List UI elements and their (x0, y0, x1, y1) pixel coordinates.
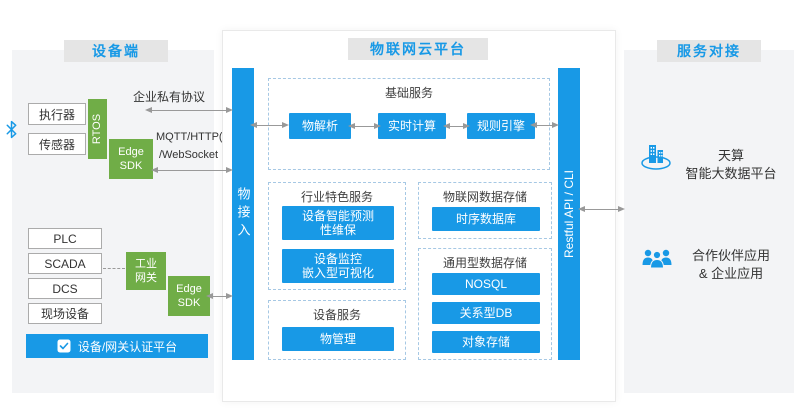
object-storage-box: 对象存储 (432, 331, 540, 353)
iot-storage-section: 物联网数据存储 时序数据库 (418, 182, 552, 239)
mqtt-label: MQTT/HTTP(s) (156, 131, 232, 143)
device-panel-header: 设备端 (64, 40, 168, 62)
auth-platform-label: 设备/网关认证平台 (77, 339, 178, 354)
basic-services-section: 基础服务 物解析 实时计算 规则引擎 (268, 78, 550, 170)
iot-storage-title: 物联网数据存储 (442, 190, 527, 204)
scada-box: SCADA (28, 253, 102, 274)
industry-services-title: 行业特色服务 (300, 190, 373, 204)
predictive-maintenance-box: 设备智能预测 性维保 (282, 206, 394, 240)
arrow-parsing-computing (348, 122, 381, 129)
relational-db-box: 关系型DB (432, 302, 540, 324)
people-group-icon (640, 244, 674, 272)
cloud-panel-header: 物联网云平台 (348, 38, 488, 60)
arrow-rule-restful (530, 121, 559, 128)
thing-parsing-box: 物解析 (289, 113, 351, 139)
restful-api-label: Restful API / CLI (562, 169, 577, 259)
thing-access-bar: 物接入 (232, 68, 254, 360)
restful-api-bar: Restful API / CLI (558, 68, 580, 360)
general-storage-section: 通用型数据存储 NOSQL 关系型DB 对象存储 (418, 248, 552, 360)
shield-check-icon (57, 339, 71, 353)
arrow-restful-integration (578, 205, 625, 212)
dcs-box: DCS (28, 278, 102, 299)
integration-panel (624, 50, 794, 393)
nosql-box: NOSQL (432, 273, 540, 295)
bigdata-platform-label: 天算 智能大数据平台 (685, 148, 777, 181)
device-monitoring-box: 设备监控 嵌入型可视化 (282, 249, 394, 283)
edge-sdk-box-top: Edge SDK (109, 139, 153, 179)
field-device-box: 现场设备 (28, 303, 102, 324)
device-services-section: 设备服务 物管理 (268, 300, 406, 360)
integration-panel-header: 服务对接 (657, 40, 761, 62)
partner-apps-label: 合作伙伴应用 & 企业应用 (691, 248, 770, 281)
rtos-label: RTOS (91, 113, 104, 145)
private-protocol-label: 企业私有协议 (133, 90, 206, 104)
arrow-computing-rule (443, 122, 470, 129)
plc-box: PLC (28, 228, 102, 249)
thing-access-label: 物接入 (235, 187, 251, 241)
arrow-private-protocol (145, 106, 233, 113)
rtos-box: RTOS (88, 99, 107, 159)
industry-services-section: 行业特色服务 设备智能预测 性维保 设备监控 嵌入型可视化 (268, 182, 406, 290)
realtime-computing-box: 实时计算 (378, 113, 446, 139)
line-fieldbus-gateway (103, 268, 125, 269)
auth-platform-bar: 设备/网关认证平台 (26, 334, 208, 358)
industrial-gateway-box: 工业 网关 (126, 252, 166, 290)
sensor-box: 传感器 (28, 133, 86, 155)
arrow-edgesdk-access (206, 292, 233, 299)
thing-management-box: 物管理 (282, 327, 394, 351)
device-services-title: 设备服务 (312, 308, 361, 322)
timeseries-db-box: 时序数据库 (432, 207, 540, 231)
arrow-access-basic (250, 121, 289, 128)
rule-engine-box: 规则引擎 (467, 113, 535, 139)
bluetooth-icon (4, 120, 19, 139)
general-storage-title: 通用型数据存储 (442, 256, 527, 270)
building-icon (640, 142, 672, 172)
arrow-mqtt-websocket (151, 166, 233, 173)
actuator-box: 执行器 (28, 103, 86, 125)
basic-services-title: 基础服务 (384, 86, 433, 100)
edge-sdk-box-bottom: Edge SDK (168, 276, 210, 316)
websocket-label: /WebSocket (159, 149, 219, 161)
